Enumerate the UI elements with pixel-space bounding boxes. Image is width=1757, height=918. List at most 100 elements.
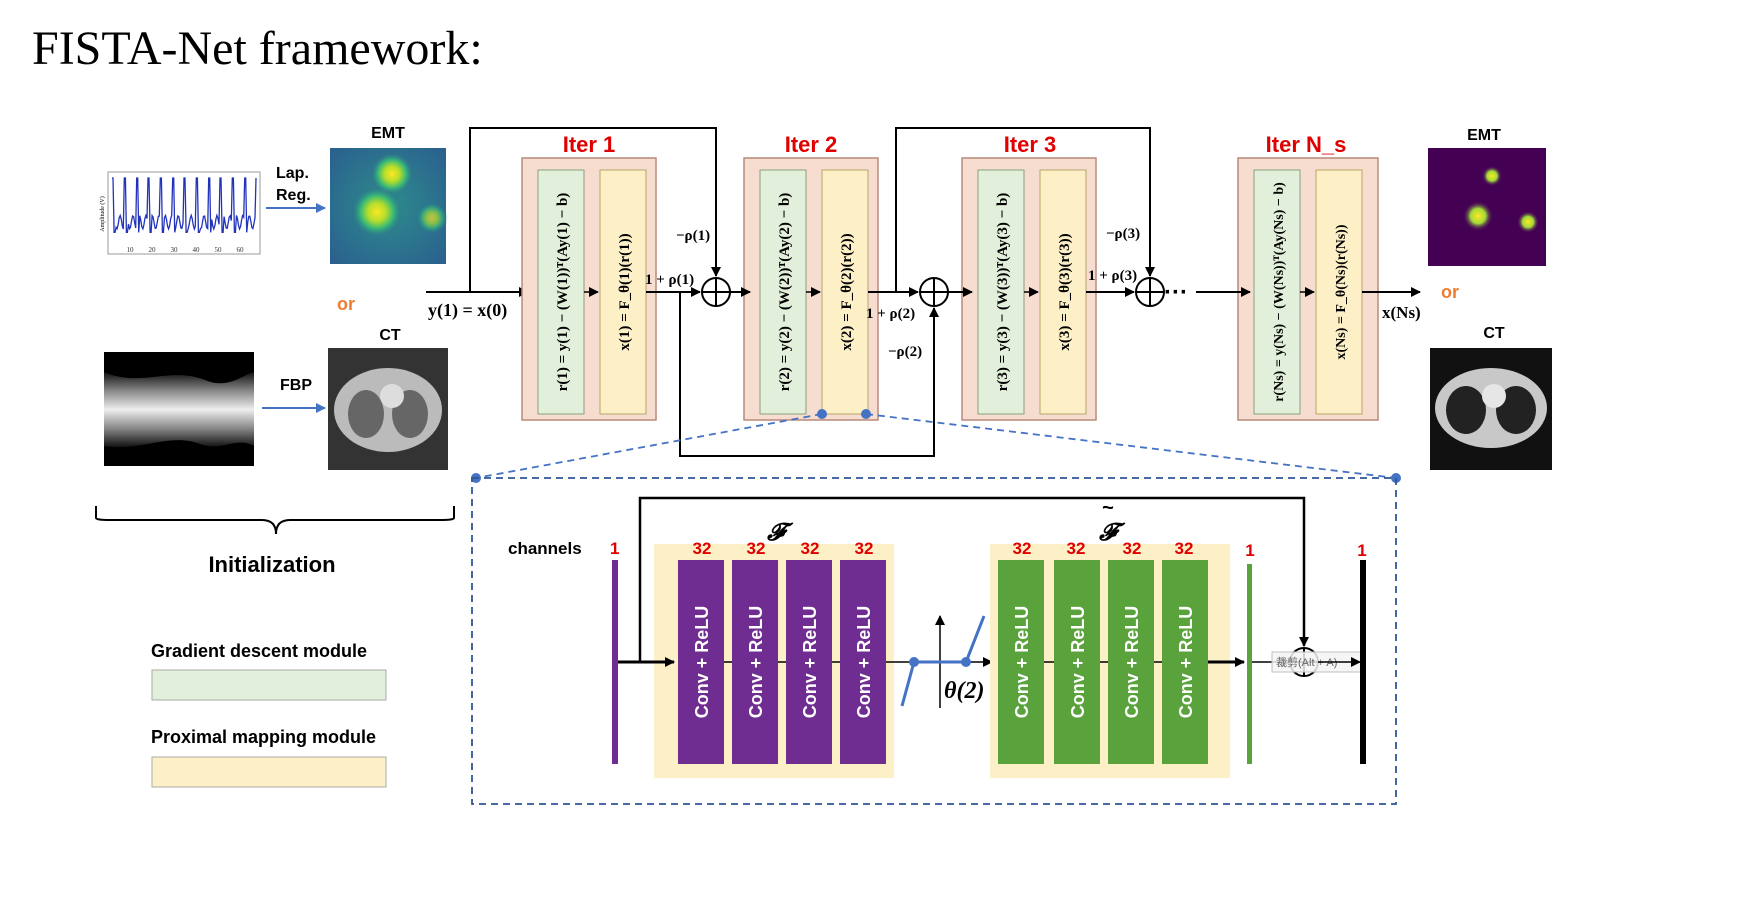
f-conv-label-4: Conv + ReLU [854,606,874,719]
one-plus-rho-1: 1 + ρ(1) [645,272,694,288]
ft-channel-4: 32 [1175,539,1194,558]
sum-node-3 [1135,277,1165,307]
emt-output-label: EMT [1467,127,1501,144]
ellipsis: ··· [1164,279,1188,306]
ft-conv-label-2: Conv + ReLU [1068,606,1088,719]
sum-node-2 [919,277,949,307]
signal-xtick: 50 [215,246,223,254]
ft-conv-layer-3 [1108,560,1154,764]
iter-label-2: Iter 2 [785,132,838,157]
f-conv-label-2: Conv + ReLU [746,606,766,719]
ft-channel-1: 32 [1013,539,1032,558]
f-conv-layers: Conv + ReLU Conv + ReLU Conv + ReLU Conv… [678,560,886,764]
prox-eq-ns: x(Ns) = F_θ(Ns)(r(Ns)) [1334,224,1349,359]
legend-gradient-label: Gradient descent module [151,641,367,661]
grad-eq-1: r(1) = y(1) − (W(1))ᵀ(Ay(1) − b) [555,193,571,392]
ft-conv-layer-4 [1162,560,1208,764]
signal-ylabel: Amplitude (V) [99,196,106,232]
or-label-output: or [1441,282,1459,302]
prox-eq-1: x(1) = F_θ(1)(r(1)) [617,233,633,350]
ft-output-channel-bar [1247,564,1252,764]
f-channel-labels: 32 32 32 32 [693,539,874,558]
zoom-line-left [475,413,823,479]
lap-reg-label-2: Reg. [276,187,311,204]
legend-gradient-swatch [151,669,387,701]
f-conv-layer-1 [678,560,724,764]
channels-label: channels [508,539,582,558]
output-channel-bar [1360,560,1366,764]
skip-line-iter1 [469,127,721,292]
minus-rho-3: −ρ(3) [1106,226,1140,242]
input-label: y(1) = x(0) [428,300,507,321]
network-detail-panel [471,477,1397,805]
zoom-line-right [865,413,1397,479]
skip-line-iter3 [895,127,1155,292]
signal-plot: Amplitude (V) 10 20 30 40 50 60 [99,171,261,255]
prox-eq-2: x(2) = F_θ(2)(r(2)) [839,233,855,350]
soft-threshold-icon [900,615,986,708]
f-channel-3: 32 [801,539,820,558]
f-conv-label-1: Conv + ReLU [692,606,712,719]
page-title: FISTA-Net framework: [32,22,483,75]
ft-conv-layer-1 [998,560,1044,764]
initialization-brace [95,506,455,535]
channel-after-ft: 1 [1245,541,1254,560]
ft-conv-label-1: Conv + ReLU [1012,606,1032,719]
prox-eq-3: x(3) = F_θ(3)(r(3)) [1057,233,1073,350]
ct-output-label: CT [1483,325,1505,342]
ft-tilde: ~ [1102,497,1114,519]
emt-output-image [1428,148,1546,266]
sinogram-image [104,352,254,466]
output-label: x(Ns) [1382,303,1421,322]
f-conv-layer-2 [732,560,778,764]
f-label: 𝓕 [766,520,794,546]
grad-eq-2: r(2) = y(2) − (W(2))ᵀ(Ay(2) − b) [777,193,793,392]
signal-xtick: 30 [171,246,179,254]
initialization-label: Initialization [208,552,335,577]
ft-conv-label-4: Conv + ReLU [1176,606,1196,719]
legend-proximal-swatch [151,756,387,788]
overlay-tooltip: 裁剪(Alt + A) [1271,651,1363,673]
signal-xtick: 60 [237,246,245,254]
f-conv-label-3: Conv + ReLU [800,606,820,719]
sum-node-1 [701,277,731,307]
ft-channel-2: 32 [1067,539,1086,558]
one-plus-rho-3: 1 + ρ(3) [1088,268,1137,284]
signal-xtick: 20 [149,246,157,254]
iter-block-ns: Iter N_s r(Ns) = y(Ns) − (W(Ns))ᵀ(Ay(Ns)… [1237,132,1379,421]
iter-label-ns: Iter N_s [1266,132,1347,157]
ft-conv-label-3: Conv + ReLU [1122,606,1142,719]
skip-line-iter2 [679,292,939,457]
residual-skip-line [638,496,1309,662]
iter-label-3: Iter 3 [1004,132,1057,157]
legend-proximal-label: Proximal mapping module [151,727,376,747]
theta-label: θ(2) [944,678,984,704]
f-channel-4: 32 [855,539,874,558]
signal-xtick: 10 [127,246,135,254]
overlay-text: 裁剪(Alt + A) [1276,655,1337,669]
iter-block-1: Iter 1 r(1) = y(1) − (W(1))ᵀ(Ay(1) − b) … [521,132,657,421]
ct-output-image [1430,348,1552,470]
or-label-input: or [337,294,355,314]
f-channel-1: 32 [693,539,712,558]
f-conv-layer-3 [786,560,832,764]
one-plus-rho-2: 1 + ρ(2) [866,306,915,322]
emt-initial-image [330,148,448,264]
emt-input-label: EMT [371,125,405,142]
signal-xtick: 40 [193,246,201,254]
fbp-label: FBP [280,377,312,394]
grad-eq-ns: r(Ns) = y(Ns) − (W(Ns))ᵀ(Ay(Ns) − b) [1272,182,1287,402]
iter-label-1: Iter 1 [563,132,616,157]
ft-channel-labels: 32 32 32 32 [1013,539,1194,558]
ct-input-label: CT [379,327,401,344]
channel-in: 1 [610,539,619,558]
iter-block-3: Iter 3 r(3) = y(3) − (W(3))ᵀ(Ay(3) − b) … [961,132,1097,421]
grad-eq-3: r(3) = y(3) − (W(3))ᵀ(Ay(3) − b) [995,193,1011,392]
channel-out: 1 [1357,541,1366,560]
ft-conv-layers: Conv + ReLU Conv + ReLU Conv + ReLU Conv… [998,560,1208,764]
lap-reg-label-1: Lap. [276,165,309,182]
ft-conv-layer-2 [1054,560,1100,764]
minus-rho-1: −ρ(1) [676,228,710,244]
minus-rho-2: −ρ(2) [888,344,922,360]
